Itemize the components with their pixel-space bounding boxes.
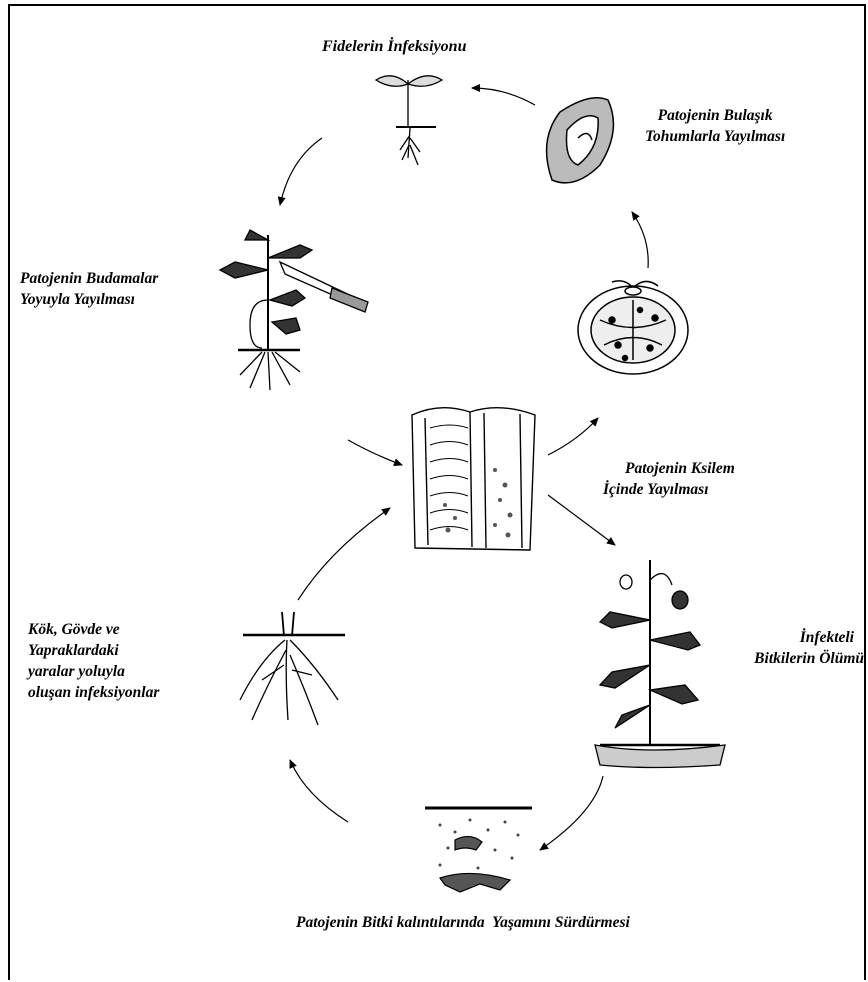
label-wound-infection: Kök, Gövde ve Yapraklardaki yaralar yolu… — [28, 619, 159, 703]
arrow-seedling-to-pruning — [280, 138, 322, 205]
label-debris-survival: Patojenin Bitki kalıntılarında Yaşamını … — [296, 912, 630, 933]
arrow-seed-to-seedling — [472, 88, 535, 105]
roots-illustration — [240, 612, 345, 725]
label-xylem-spread: Patojenin Ksilem İçinde Yayılması — [597, 458, 735, 500]
label-pruning-spread-line-1: Patojenin Budamalar — [20, 268, 158, 289]
xylem-vessel-illustration — [412, 408, 535, 550]
label-wound-infection-line-2: Yapraklardaki — [28, 640, 159, 661]
label-pruning-spread-line-2: Yoyuyla Yayılması — [20, 289, 158, 310]
arrow-roots-to-xylem — [298, 508, 390, 600]
label-plant-death: İnfekteli Bitkilerin Ölümü — [722, 627, 864, 669]
arrow-pruning-to-xylem — [348, 440, 402, 465]
label-xylem-spread-line-2: İçinde Yayılması — [597, 479, 735, 500]
arrow-xylem-to-plant — [548, 495, 615, 545]
label-wound-infection-line-1: Kök, Gövde ve — [28, 619, 159, 640]
tomato-fruit-illustration — [578, 281, 688, 374]
label-seed-spread: Patojenin Bulaşık Tohumlarla Yayılması — [645, 105, 785, 147]
seed-illustration — [547, 98, 614, 183]
arrow-fruit-to-seed — [632, 212, 648, 268]
label-xylem-spread-line-1: Patojenin Ksilem — [597, 458, 735, 479]
label-pruning-spread: Patojenin Budamalar Yoyuyla Yayılması — [20, 268, 158, 310]
label-plant-death-line-2: Bitkilerin Ölümü — [722, 648, 864, 669]
arrow-debris-to-roots — [290, 760, 348, 822]
wilted-plant-illustration — [595, 560, 725, 768]
pruned-plant-illustration — [220, 230, 368, 390]
label-seed-spread-line-2: Tohumlarla Yayılması — [645, 126, 785, 147]
arrow-xylem-to-fruit — [548, 418, 598, 455]
label-seed-spread-line-1: Patojenin Bulaşık — [645, 105, 785, 126]
seedling-illustration — [376, 76, 442, 165]
label-seedling-infection: Fidelerin İnfeksiyonu — [322, 36, 466, 57]
label-plant-death-line-1: İnfekteli — [722, 627, 864, 648]
arrow-plant-to-debris — [540, 776, 603, 850]
label-wound-infection-line-4: oluşan infeksiyonlar — [28, 682, 159, 703]
label-wound-infection-line-3: yaralar yoluyla — [28, 661, 159, 682]
plant-debris-illustration — [425, 808, 532, 892]
